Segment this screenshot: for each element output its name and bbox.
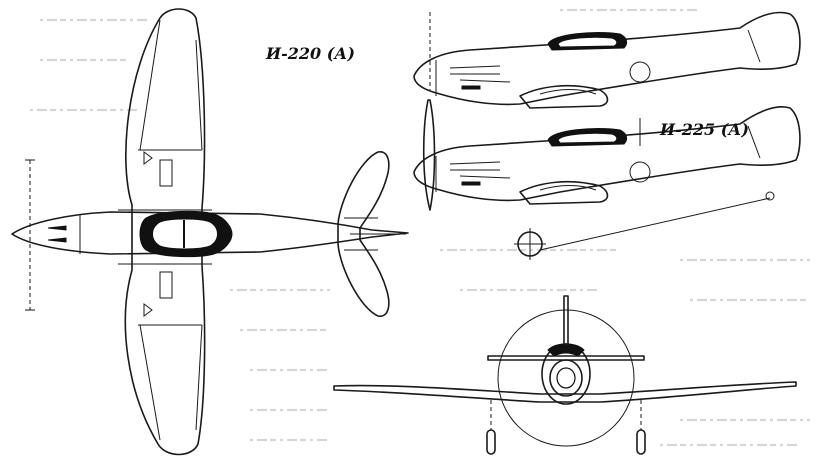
front-view-wings — [333, 381, 797, 403]
side-view-1-fuselage — [413, 11, 801, 106]
top-view-i220 — [11, 8, 409, 456]
side-view-i220 — [413, 11, 801, 211]
top-view-fuselage — [11, 211, 409, 255]
front-view — [333, 295, 797, 455]
top-view-tailplane — [337, 151, 390, 317]
background-bleed-text — [30, 8, 810, 447]
top-view-label: И-220 (А) — [266, 44, 355, 63]
side-view-i225 — [413, 106, 801, 260]
side-view-label: И-225 (А) — [660, 120, 749, 139]
